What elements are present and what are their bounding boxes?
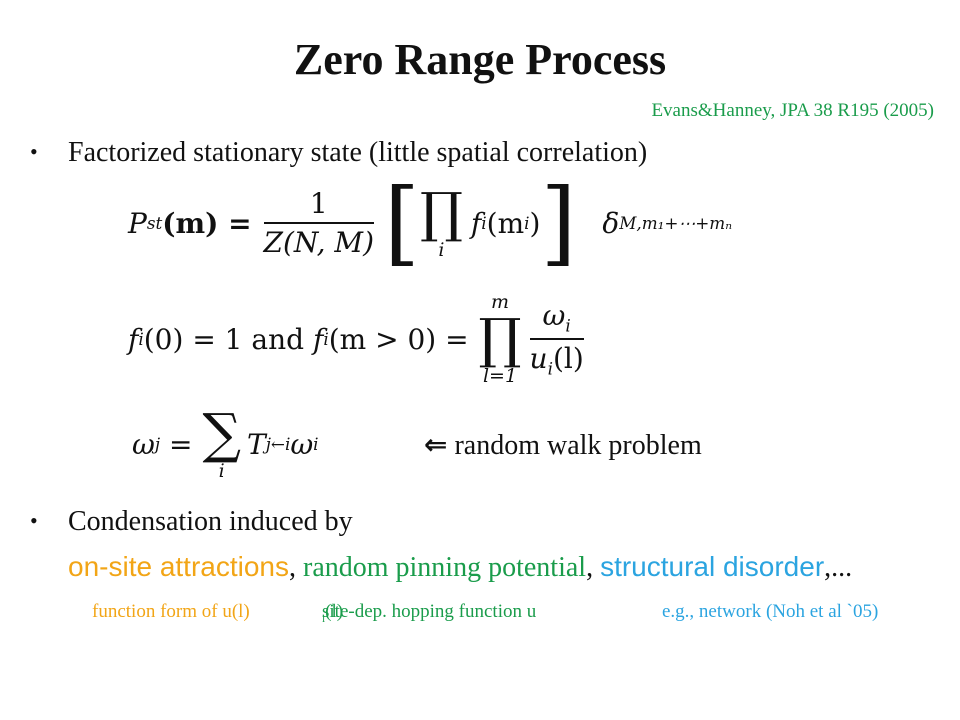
eq3-equals: =	[160, 427, 193, 461]
note-pinning-tail: (l)	[325, 601, 344, 622]
reference-citation: Evans&Hanney, JPA 38 R195 (2005)	[651, 100, 934, 121]
eq2-omega-sub: i	[565, 316, 571, 336]
eq1-delta: δ	[602, 206, 620, 240]
eq1-factor-arg: (m	[486, 206, 525, 240]
eq1-product-lower: i	[438, 239, 445, 261]
eq3-sum: ∑ i	[202, 402, 241, 482]
eq2-numerator: ωi	[529, 299, 584, 340]
eq1-factor-close: )	[529, 206, 541, 240]
eq3-T: T	[247, 427, 266, 461]
eq2-product-lower: l=1	[482, 365, 518, 387]
eq1-left-bracket: [	[384, 169, 420, 276]
slide-title: Zero Range Process	[293, 35, 667, 84]
random-walk-text: random walk problem	[447, 430, 702, 461]
bullet-dot: •	[30, 139, 38, 164]
eq3-sum-symbol: ∑	[202, 402, 241, 465]
mechanism-disorder: structural disorder	[600, 551, 825, 582]
eq2-product: m ∏ l=1	[479, 292, 522, 386]
eq1-lhs-sub: st	[146, 213, 163, 233]
mechanism-list: on-site attractions, random pinning pote…	[68, 551, 852, 584]
eq1-factor: f	[470, 206, 482, 240]
eq1-denominator: Z(N, M)	[263, 226, 375, 259]
bullet-condensation: • Condensation induced by	[30, 506, 353, 538]
note-pinning-text: site-dep. hopping function u	[322, 601, 537, 622]
mechanism-pinning: random pinning potential	[303, 552, 587, 583]
eq1-factor-sub: i	[481, 213, 487, 233]
eq2-denominator: ui(l)	[530, 340, 584, 379]
eq1-numerator: 1	[263, 187, 375, 224]
eq2-omega: ω	[542, 299, 566, 333]
eq2-product-symbol: ∏	[478, 307, 522, 370]
eq1-product: ∏ i	[419, 181, 463, 261]
eq2-u-sub: i	[547, 358, 553, 379]
separator: ,	[586, 552, 601, 583]
bullet-factorized: • Factorized stationary state (little sp…	[30, 137, 648, 169]
eq2-fm-rest: (m > 0) =	[328, 322, 469, 356]
note-disorder-text: e.g., network (Noh et al `05)	[662, 601, 879, 622]
bullet-dot: •	[30, 508, 38, 533]
eq3-omega: ω	[132, 427, 155, 461]
eq2-fm: f	[312, 322, 324, 356]
eq2-fraction: ωi ui(l)	[529, 299, 584, 379]
note-pinning-sub: i	[322, 612, 326, 625]
bullet-factorized-text: Factorized stationary state (little spat…	[68, 137, 648, 168]
eq2-and: and	[242, 322, 313, 356]
eq1-factor-arg-sub: i	[524, 213, 530, 233]
eq2-f0-rest: (0) = 1	[143, 322, 243, 356]
eq1-product-symbol: ∏	[419, 181, 463, 244]
eq3-omega-i: ω	[290, 427, 314, 461]
eq1-delta-sub: M,m₁+⋯+mₙ	[619, 213, 733, 233]
eq2-f0: f	[128, 322, 139, 356]
bullet-condensation-text: Condensation induced by	[68, 506, 353, 537]
note-onsite-text: function form of u(l)	[92, 601, 250, 622]
eq2-u-rest: (l)	[552, 342, 584, 375]
eq3-omega-sub: j	[154, 434, 161, 454]
eq1-fraction: 1 Z(N, M)	[263, 187, 375, 259]
left-arrow-icon: ⇐	[424, 428, 448, 461]
eq3-T-sub: j←i	[265, 434, 291, 454]
eq1-lhs: P	[128, 206, 147, 240]
mechanism-onsite: on-site attractions	[68, 551, 289, 582]
eq2-product-upper: m	[491, 291, 510, 313]
eq2-u: u	[529, 342, 548, 375]
eq1-right-bracket: ]	[540, 169, 577, 276]
separator: ,	[289, 552, 303, 583]
eq2-fm-sub: i	[323, 329, 329, 349]
eq1-lhs-arg: (m) =	[162, 206, 252, 240]
eq2-f0-sub: i	[138, 329, 144, 349]
eq3-sum-lower: i	[218, 460, 225, 482]
random-walk-note: ⇐ random walk problem	[424, 428, 702, 462]
eq3-omega-i-sub: i	[313, 434, 319, 454]
trailing-ellipsis: ,...	[824, 552, 853, 583]
